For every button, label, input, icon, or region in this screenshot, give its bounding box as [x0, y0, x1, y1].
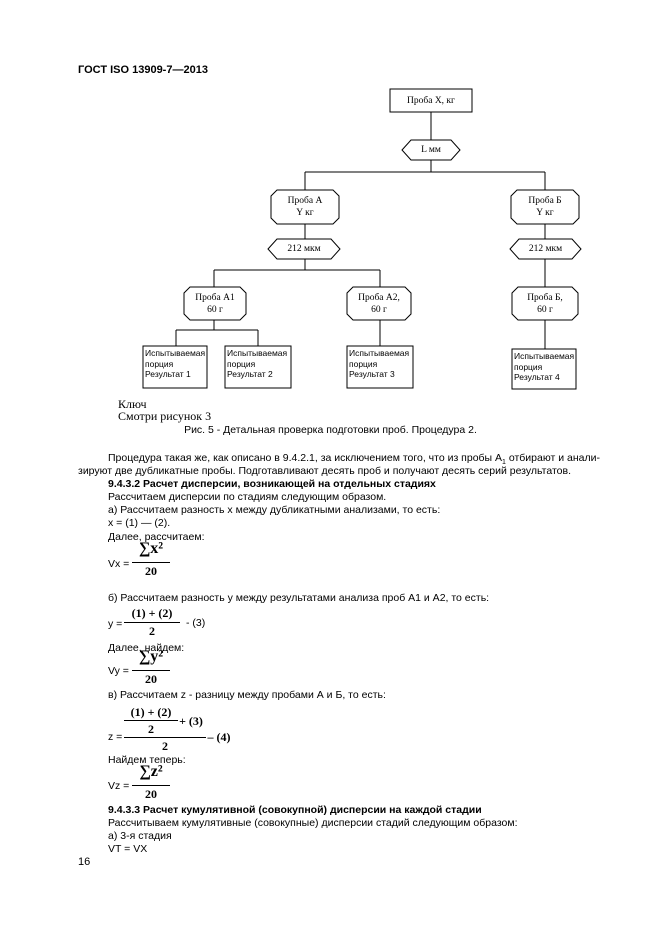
z-denominator: 2 [162, 739, 168, 753]
stage-3-label: а) 3-я стадия [108, 830, 172, 842]
next-calc-2: Далее, найдем: [108, 642, 185, 654]
z-lhs: z = [108, 731, 123, 743]
p1-subscript: 1 [502, 459, 506, 467]
next-calc-3: Найдем теперь: [108, 754, 186, 766]
sample-b1-mass: 60 г [537, 304, 553, 315]
vy-lhs: Vy = [108, 665, 129, 677]
y-numerator: (1) + (2) [131, 606, 173, 620]
page-number: 16 [78, 856, 91, 868]
vy-numerator: ∑y² [138, 648, 164, 665]
sample-b-node: Проба Б Y кг [511, 190, 579, 224]
result-4-line-1: Испытываемая [514, 351, 575, 361]
result-box-4: Испытываемая порция Результат 4 [512, 349, 576, 389]
sample-a2-name: Проба А2, [358, 292, 400, 303]
sample-b1-name: Проба Б, [527, 292, 563, 303]
vx-numerator: ∑x² [138, 540, 164, 557]
result-box-1: Испытываемая порция Результат 1 [143, 346, 207, 388]
sample-a1-name: Проба А1 [195, 292, 235, 303]
vz-denominator: 20 [145, 787, 157, 801]
root-sample-label: Проба X, кг [407, 95, 455, 106]
result-2-line-2: порция [227, 358, 256, 369]
sample-tree-diagram [142, 88, 582, 390]
result-1-line-1: Испытываемая [145, 348, 206, 358]
x-equation: x = (1) — (2). [108, 517, 171, 529]
y-denominator: 2 [149, 624, 155, 638]
vx-lhs: Vx = [108, 558, 130, 570]
y-lhs: у = [108, 618, 123, 630]
p1-text: Процедура такая же, как описано в 9.4.2.… [108, 452, 503, 464]
sample-a-mass: Y кг [296, 208, 314, 218]
cumulative-intro: Рассчитываем кумулятивные (совокупные) д… [108, 817, 518, 829]
item-c-text: в) Рассчитаем z - разницу между пробами … [108, 689, 386, 701]
sample-a2-node: Проба А2, 60 г [347, 287, 411, 320]
z-inner-fraction-bar [124, 720, 178, 721]
result-4-line-3: Результат 4 [514, 372, 560, 382]
sample-b1-node: Проба Б, 60 г [512, 287, 578, 320]
sample-a2-mass: 60 г [371, 304, 387, 315]
y-tail: - (3) [186, 617, 206, 629]
key-text: Смотри рисунок 3 [118, 409, 212, 423]
key-title: Ключ [118, 397, 147, 411]
result-1-line-3: Результат 1 [145, 369, 191, 379]
z-plus-three: + (3) [179, 714, 203, 728]
paragraph-line-1: Процедура такая же, как описано в 9.4.2.… [108, 452, 600, 469]
result-3-line-3: Результат 3 [349, 369, 395, 379]
sample-a1-node: Проба А1 60 г [184, 287, 246, 320]
z-fraction-bar [124, 737, 206, 738]
vz-fraction-bar [132, 785, 170, 786]
result-4-line-2: порция [514, 361, 543, 372]
item-a-text: а) Рассчитаем разность x между дубликатн… [108, 504, 441, 516]
vt-equation: VT = VX [108, 843, 148, 855]
sieve-a-label: 212 мкм [287, 244, 321, 254]
vy-denominator: 20 [145, 672, 157, 686]
stage-intro: Рассчитаем дисперсии по стадиям следующи… [108, 491, 387, 503]
section-heading-9-4-3-3: 9.4.3.3 Расчет кумулятивной (совокупной)… [108, 804, 482, 816]
sample-a-node: Проба А Y кг [271, 190, 339, 224]
vz-lhs: Vz = [108, 780, 130, 792]
result-box-2: Испытываемая порция Результат 2 [225, 346, 291, 388]
sample-b-mass: Y кг [536, 208, 554, 218]
result-3-line-1: Испытываемая [349, 348, 410, 358]
document-header: ГОСТ ISO 13909-7—2013 [78, 64, 208, 76]
z-inner-numerator: (1) + (2) [130, 705, 172, 719]
vy-fraction-bar [132, 670, 170, 671]
sample-b-name: Проба Б [528, 196, 562, 206]
p1-text-end: отбирают и анали- [505, 452, 600, 464]
paragraph-line-2: зируют две дубликатные пробы. Подготавли… [78, 465, 571, 477]
figure-caption: Рис. 5 - Детальная проверка подготовки п… [184, 424, 477, 436]
vx-fraction-bar [132, 562, 170, 563]
sieve-top-label: L мм [421, 145, 441, 155]
result-2-line-1: Испытываемая [227, 348, 288, 358]
result-box-3: Испытываемая порция Результат 3 [347, 346, 413, 388]
sample-a-name: Проба А [287, 196, 323, 206]
vz-numerator: ∑z² [139, 763, 163, 780]
next-calc-1: Далее, рассчитаем: [108, 531, 205, 543]
vx-denominator: 20 [145, 564, 157, 578]
result-1-line-2: порция [145, 358, 174, 369]
y-fraction-bar [124, 622, 180, 623]
item-b-text: б) Рассчитаем разность у между результат… [108, 592, 490, 604]
section-heading-9-4-3-2: 9.4.3.2 Расчет дисперсии, возникающей на… [108, 478, 436, 490]
sample-a1-mass: 60 г [207, 304, 223, 315]
result-2-line-3: Результат 2 [227, 369, 273, 379]
z-inner-denominator: 2 [148, 722, 154, 736]
result-3-line-2: порция [349, 358, 378, 369]
sieve-b-label: 212 мкм [528, 244, 563, 254]
z-tail: – (4) [207, 730, 231, 744]
